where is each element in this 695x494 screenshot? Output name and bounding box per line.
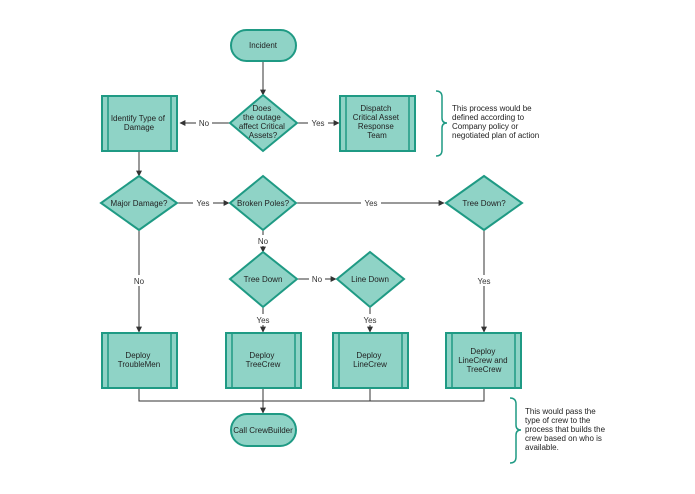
edges	[136, 62, 487, 414]
node-deploy-treecrew-label: Deploy TreeCrew	[246, 351, 281, 369]
annotation-policy-text: This process would be defined according …	[452, 104, 539, 140]
edge-label-affect-yes: Yes	[311, 119, 324, 128]
node-tree-down-question-label: Tree Down?	[462, 199, 506, 208]
node-major-damage[interactable]: Major Damage?	[99, 174, 179, 232]
node-call-crewbuilder[interactable]: Call CrewBuilder	[230, 413, 297, 447]
annotation-policy: This process would be defined according …	[435, 90, 539, 157]
node-tree-down[interactable]: Tree Down	[228, 250, 299, 309]
node-affect-critical-label: Does the outage affect Critical Assets?	[239, 104, 287, 140]
node-identify-damage-label: Identify Type of Damage	[111, 114, 167, 132]
annotation-policy-brace	[435, 90, 448, 157]
edge-label-poles-yes: Yes	[364, 199, 377, 208]
edge-label-major-no: No	[134, 277, 145, 286]
node-incident-label: Incident	[249, 41, 278, 50]
node-deploy-troublemen[interactable]: Deploy TroubleMen	[101, 332, 178, 389]
edge-label-treedown-no: No	[312, 275, 323, 284]
node-deploy-both[interactable]: Deploy LineCrew and TreeCrew	[445, 332, 522, 389]
node-tree-down-question[interactable]: Tree Down?	[444, 174, 524, 232]
annotation-crewbuilder: This would pass the type of crew to the …	[509, 397, 607, 464]
node-deploy-linecrew[interactable]: Deploy LineCrew	[332, 332, 409, 389]
node-call-crewbuilder-label: Call CrewBuilder	[233, 426, 293, 435]
node-dispatch-team[interactable]: Dispatch Critical Asset Response Team	[339, 95, 416, 152]
edge-labels: No Yes Yes Yes No No No Yes Yes Yes	[131, 117, 494, 325]
edge-label-major-yes: Yes	[196, 199, 209, 208]
edge-label-affect-no: No	[199, 119, 210, 128]
node-deploy-both-label: Deploy LineCrew and TreeCrew	[458, 347, 510, 374]
edge-label-treeq-yes: Yes	[477, 277, 490, 286]
node-tree-down-label: Tree Down	[244, 275, 283, 284]
node-deploy-treecrew[interactable]: Deploy TreeCrew	[225, 332, 302, 389]
node-identify-damage[interactable]: Identify Type of Damage	[101, 95, 178, 152]
node-major-damage-label: Major Damage?	[111, 199, 168, 208]
node-deploy-troublemen-label: Deploy TroubleMen	[118, 351, 160, 369]
node-line-down-label: Line Down	[351, 275, 389, 284]
node-incident[interactable]: Incident	[230, 29, 297, 62]
node-dispatch-team-label: Dispatch Critical Asset Response Team	[353, 104, 401, 140]
node-line-down[interactable]: Line Down	[335, 250, 406, 309]
annotation-crewbuilder-brace	[509, 397, 522, 464]
annotation-crewbuilder-text: This would pass the type of crew to the …	[525, 407, 607, 452]
edge-label-poles-no: No	[258, 237, 269, 246]
edge-label-linedown-yes: Yes	[363, 316, 376, 325]
node-affect-critical[interactable]: Does the outage affect Critical Assets?	[228, 93, 299, 153]
edge-collector	[138, 388, 485, 402]
node-deploy-linecrew-label: Deploy LineCrew	[353, 351, 387, 369]
node-broken-poles[interactable]: Broken Poles?	[228, 174, 298, 232]
node-broken-poles-label: Broken Poles?	[237, 199, 290, 208]
edge-label-treedown-yes: Yes	[256, 316, 269, 325]
